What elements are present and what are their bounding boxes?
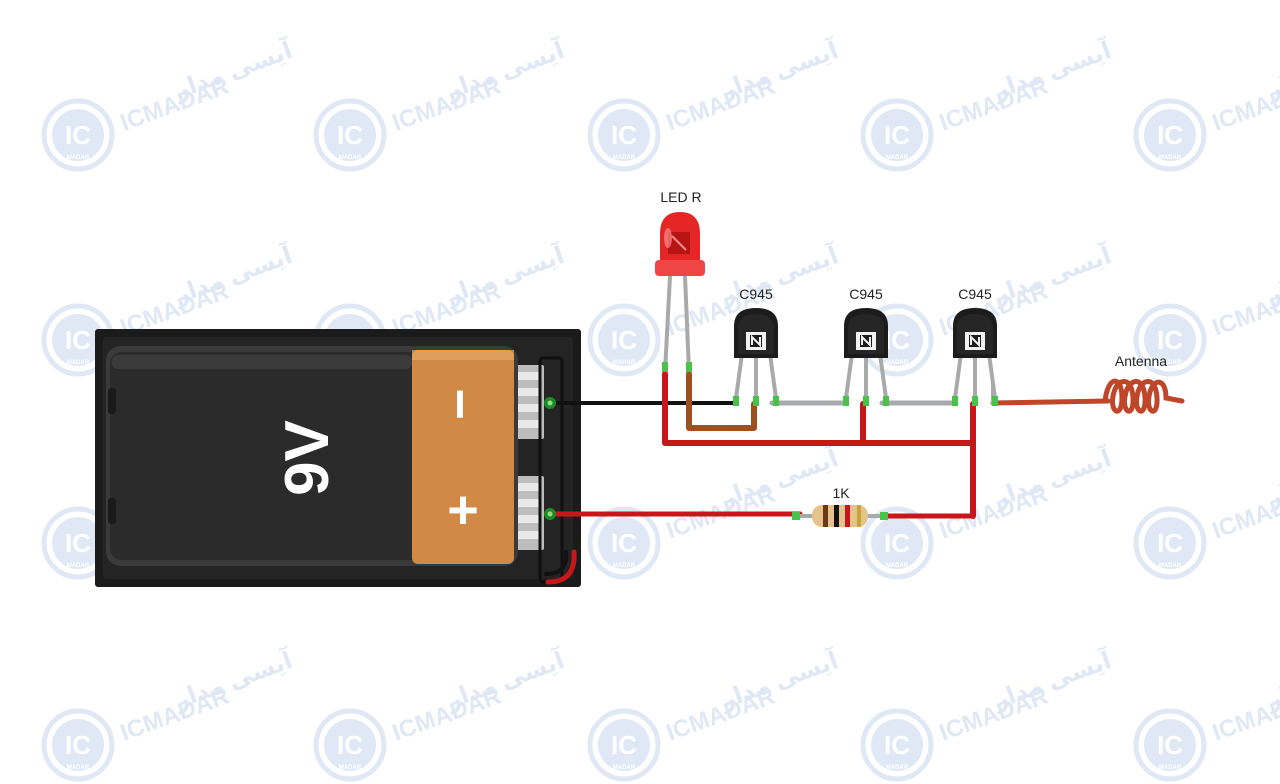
watermark-persian: آیسی مدار: [169, 35, 297, 105]
watermark-logo-sub: MADAR: [339, 765, 362, 771]
watermark-logo: IC: [611, 528, 637, 558]
watermark-persian: آیسی مدار: [988, 443, 1116, 513]
watermark-logo: IC: [65, 528, 91, 558]
watermark-logo: IC: [337, 120, 363, 150]
watermark-logo: IC: [65, 120, 91, 150]
watermark-logo: IC: [65, 730, 91, 760]
watermark-logo: IC: [611, 730, 637, 760]
watermark-logo-sub: MADAR: [613, 765, 636, 771]
watermark-logo-sub: MADAR: [67, 360, 90, 366]
watermark-persian: آیسی مدار: [441, 35, 569, 105]
battery-plus-label: +: [447, 480, 479, 540]
watermark-logo-sub: MADAR: [613, 155, 636, 161]
resistor-label: 1K: [832, 485, 850, 501]
transistor-q2: [843, 308, 889, 406]
watermark-persian: آیسی مدار: [441, 240, 569, 310]
watermark-logo-sub: MADAR: [886, 563, 909, 569]
watermark-persian: آیسی مدار: [715, 240, 843, 310]
watermark-persian: آیسی مدار: [715, 645, 843, 715]
watermark-logo-sub: MADAR: [1159, 563, 1182, 569]
battery-terminals: [514, 356, 564, 584]
watermark-persian: آیسی مدار: [715, 443, 843, 513]
watermark-logo-sub: MADAR: [613, 360, 636, 366]
watermark-logo: IC: [611, 325, 637, 355]
battery-9v: [106, 346, 518, 566]
transistor-1-label: C945: [739, 286, 773, 302]
watermark-logo: IC: [1157, 325, 1183, 355]
positive-bus-wire: [662, 371, 976, 446]
antenna-label: Antenna: [1115, 353, 1167, 369]
watermark-logo-sub: MADAR: [67, 155, 90, 161]
transistor-q1: [733, 308, 779, 406]
watermark-logo: IC: [1157, 528, 1183, 558]
watermark-logo-sub: MADAR: [1159, 360, 1182, 366]
watermark-logo-sub: MADAR: [67, 765, 90, 771]
watermark-logo-sub: MADAR: [67, 563, 90, 569]
watermark-logo: IC: [1157, 730, 1183, 760]
connection-points: [544, 397, 556, 520]
watermark-logo: IC: [884, 120, 910, 150]
battery-minus-label: −: [430, 388, 490, 420]
transistor-3-label: C945: [958, 286, 992, 302]
watermark-logo: IC: [65, 325, 91, 355]
wires: [544, 371, 1111, 585]
battery-label-band: [412, 350, 514, 564]
transistor-q3: [952, 308, 998, 406]
watermark-logo: IC: [884, 528, 910, 558]
resistor-1k: [792, 505, 888, 527]
watermark-persian: آیسی مدار: [988, 645, 1116, 715]
watermark-logo-sub: MADAR: [886, 360, 909, 366]
watermark-logo-sub: MADAR: [1159, 765, 1182, 771]
antenna-coil: [1102, 378, 1185, 414]
watermark-logo: IC: [337, 730, 363, 760]
watermark-logo-sub: MADAR: [339, 155, 362, 161]
watermark-logo: IC: [1157, 120, 1183, 150]
watermark-persian: آیسی مدار: [169, 645, 297, 715]
watermark-logo-sub: MADAR: [886, 765, 909, 771]
watermark-logo: IC: [884, 325, 910, 355]
watermark-logo-sub: MADAR: [886, 155, 909, 161]
watermark-logo-sub: MADAR: [1159, 155, 1182, 161]
transistor-2-label: C945: [849, 286, 883, 302]
watermark-persian: آیسی مدار: [988, 35, 1116, 105]
watermark-logo: IC: [611, 120, 637, 150]
watermark-logo: IC: [884, 730, 910, 760]
led-label: LED R: [660, 189, 701, 205]
watermark-persian: آیسی مدار: [988, 240, 1116, 310]
led-cathode-wire: [686, 371, 757, 431]
led-red: [655, 212, 705, 373]
battery-voltage-label: 9V: [273, 420, 342, 496]
watermark-persian: آیسی مدار: [715, 35, 843, 105]
watermark-logo-sub: MADAR: [613, 563, 636, 569]
watermark-persian: آیسی مدار: [441, 645, 569, 715]
watermark-persian: آیسی مدار: [169, 240, 297, 310]
